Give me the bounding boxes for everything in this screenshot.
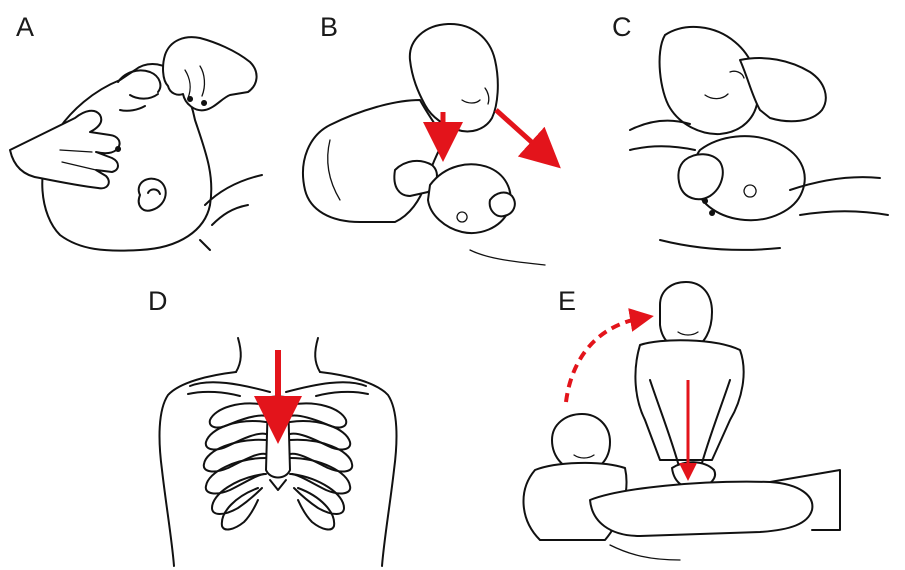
panel-d-figure (160, 338, 397, 566)
panel-b-figure (303, 24, 546, 265)
panel-c-figure (630, 27, 888, 250)
ribs-left (204, 403, 266, 529)
arrow-diagonal-icon (496, 110, 546, 155)
panel-a-figure (10, 37, 262, 250)
panel-e-figure (524, 282, 840, 560)
move-position-arrow-icon (566, 318, 642, 402)
ribs-right (290, 403, 352, 529)
